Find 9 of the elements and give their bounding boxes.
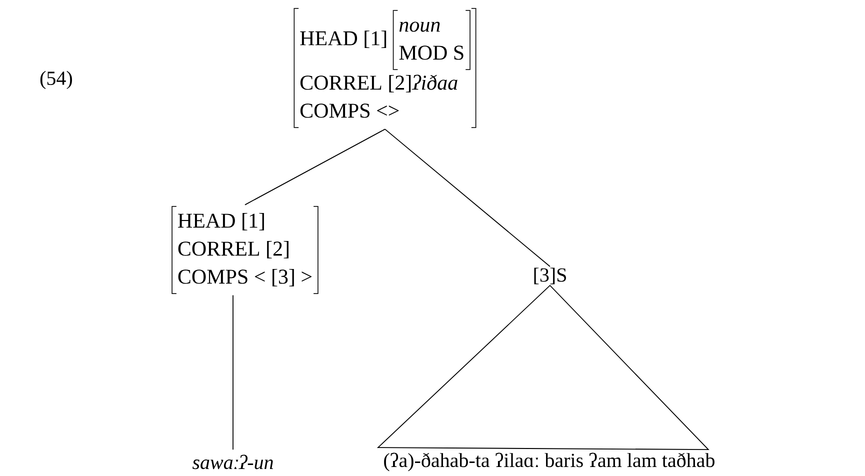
- feature-matrix: HEAD [1] noun MOD S CORREL [2]ʔiðaa COMPS <>: [294, 8, 476, 128]
- tree-branch: [384, 128, 550, 267]
- feature-matrix: HEAD [1] CORREL [2] COMPS < [3] >: [172, 206, 318, 294]
- example-number: (54): [40, 70, 72, 90]
- tree-branch: [244, 128, 386, 206]
- phrase-label: (ʔa)-ðahab-ta ʔilaɑː baris ʔam lam taðhab: [384, 452, 714, 472]
- category-label: [3]S: [534, 268, 566, 284]
- word-label: sawaːʔ-un: [192, 454, 273, 470]
- tree-branch: [232, 294, 234, 450]
